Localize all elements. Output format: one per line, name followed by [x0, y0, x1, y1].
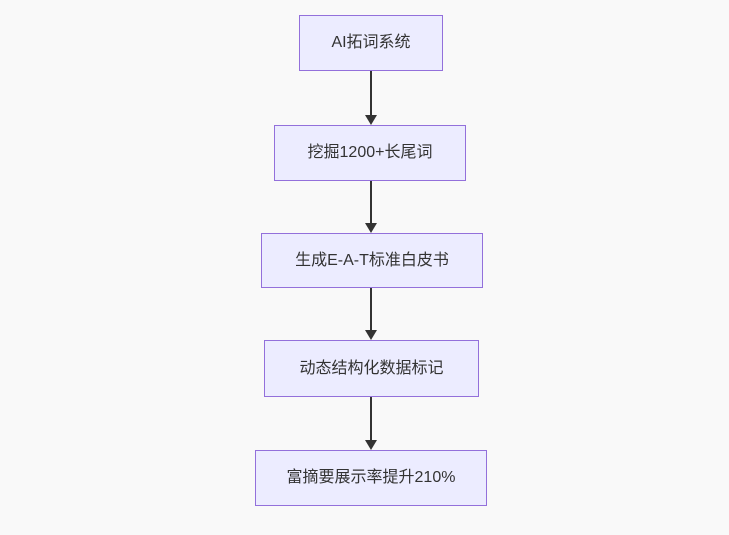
arrowhead-down-icon: [365, 330, 377, 340]
connector-arrow-2: [365, 181, 377, 233]
arrowhead-down-icon: [365, 223, 377, 233]
flow-node-longtail-words: 挖掘1200+长尾词: [274, 125, 466, 181]
arrowhead-down-icon: [365, 440, 377, 450]
flow-node-label: 生成E-A-T标准白皮书: [295, 251, 449, 269]
connector-arrow-4: [365, 397, 377, 450]
flow-node-rich-snippet-result: 富摘要展示率提升210%: [255, 450, 487, 506]
arrow-line: [370, 288, 372, 330]
arrow-line: [370, 397, 372, 440]
flow-node-structured-data: 动态结构化数据标记: [264, 340, 479, 397]
flow-node-label: AI拓词系统: [331, 34, 411, 51]
flow-node-label: 动态结构化数据标记: [299, 359, 444, 377]
flow-node-label: 挖掘1200+长尾词: [307, 144, 433, 161]
flow-node-label: 富摘要展示率提升210%: [286, 469, 456, 486]
connector-arrow-1: [365, 71, 377, 125]
arrow-line: [370, 71, 372, 115]
flow-node-eat-whitepaper: 生成E-A-T标准白皮书: [261, 233, 483, 288]
flow-node-ai-system: AI拓词系统: [299, 15, 443, 71]
arrow-line: [370, 181, 372, 223]
connector-arrow-3: [365, 288, 377, 340]
arrowhead-down-icon: [365, 115, 377, 125]
